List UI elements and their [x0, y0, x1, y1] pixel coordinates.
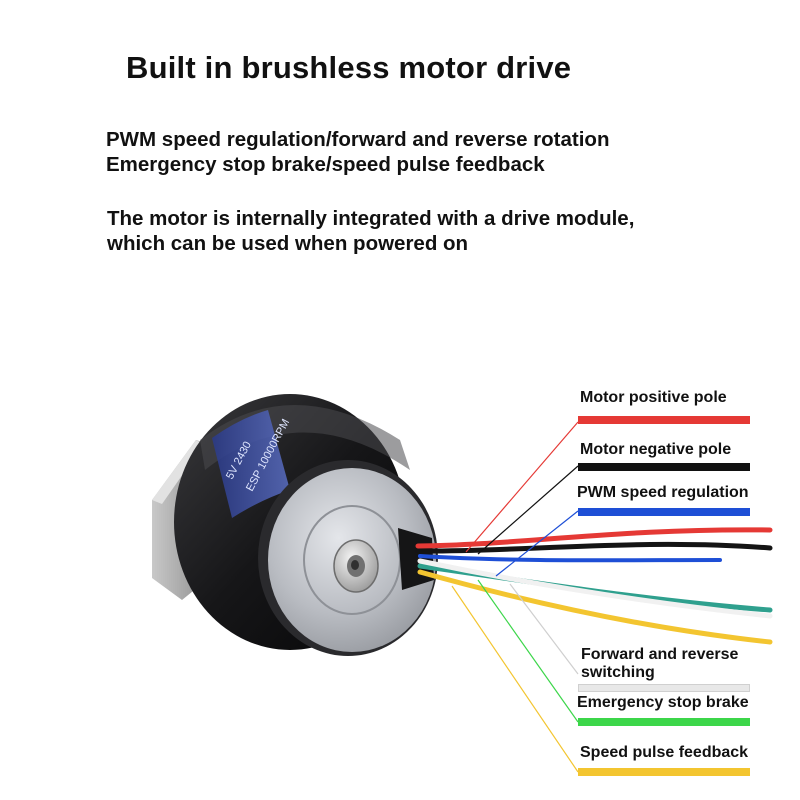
wire-label-negative: Motor negative pole — [580, 441, 732, 458]
description-line-2: which can be used when powered on — [107, 232, 469, 255]
page-title: Built in brushless motor drive — [126, 50, 572, 85]
wire-label-positive: Motor positive pole — [580, 389, 727, 406]
wire-label-direction-line2: switching — [581, 664, 655, 681]
leader-lines — [451, 421, 579, 773]
description-line-1: The motor is internally integrated with … — [107, 207, 635, 230]
wire-label-brake: Emergency stop brake — [577, 694, 749, 711]
cable-grommet — [398, 528, 434, 590]
wire-bar-pwm — [578, 508, 750, 516]
feature-line-1: PWM speed regulation/forward and reverse… — [106, 128, 610, 151]
wire-bar-negative — [578, 463, 750, 471]
wire-bar-direction — [578, 684, 750, 692]
feature-line-2: Emergency stop brake/speed pulse feedbac… — [106, 153, 545, 176]
motor-front-face — [258, 460, 438, 656]
wire-label-pwm: PWM speed regulation — [577, 484, 749, 501]
wire-bar-brake — [578, 718, 750, 726]
wire-bundle — [415, 527, 773, 645]
wire-label-direction: Forward and reverse — [581, 646, 739, 663]
wire-label-speed-feedback: Speed pulse feedback — [580, 744, 749, 761]
wire-bar-positive — [578, 416, 750, 424]
wire-bar-speed-feedback — [578, 768, 750, 776]
